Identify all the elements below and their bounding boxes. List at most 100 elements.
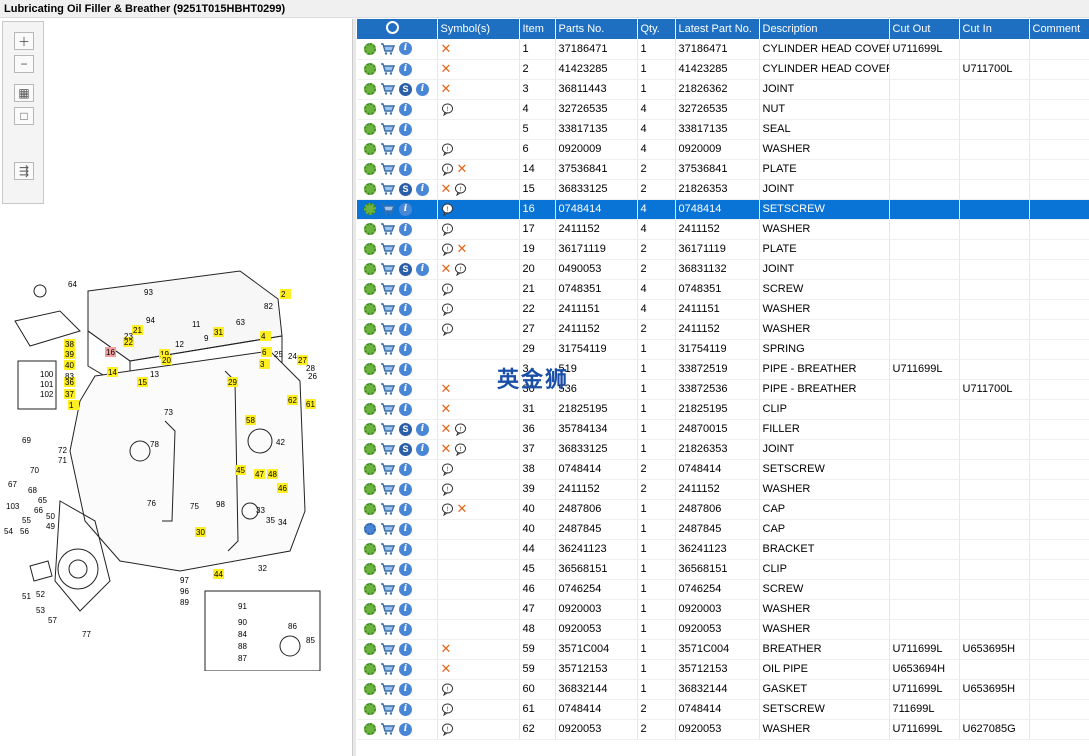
gear-icon[interactable]	[364, 703, 376, 715]
info-icon[interactable]: i	[399, 122, 412, 136]
diagram-callout-63[interactable]: 63	[236, 318, 245, 327]
comment-bubble-icon[interactable]: !	[454, 183, 467, 196]
info-icon[interactable]: i	[399, 42, 412, 56]
diagram-callout-98[interactable]: 98	[216, 500, 225, 509]
diagram-callout-54[interactable]: 54	[4, 527, 13, 536]
cart-icon[interactable]	[380, 563, 395, 575]
cart-icon[interactable]	[380, 323, 395, 335]
gear-icon[interactable]	[364, 303, 376, 315]
cart-icon[interactable]	[380, 423, 395, 435]
not-available-icon[interactable]: ✕	[456, 241, 468, 256]
diagram-callout-49[interactable]: 49	[46, 522, 55, 531]
info-icon[interactable]: i	[399, 242, 412, 256]
diagram-callout-26[interactable]: 26	[308, 372, 317, 381]
diagram-callout-6[interactable]: 6	[262, 348, 267, 357]
cart-icon[interactable]	[380, 703, 395, 715]
cart-icon[interactable]	[380, 243, 395, 255]
not-available-icon[interactable]: ✕	[440, 401, 452, 416]
info-icon[interactable]: i	[399, 322, 412, 336]
cart-icon[interactable]	[380, 363, 395, 375]
diagram-callout-73[interactable]: 73	[164, 408, 173, 417]
diagram-callout-14[interactable]: 14	[108, 368, 117, 377]
gear-icon[interactable]	[364, 123, 376, 135]
diagram-callout-97[interactable]: 97	[180, 576, 189, 585]
supersession-icon[interactable]: S	[399, 442, 412, 456]
comment-bubble-icon[interactable]: !	[441, 163, 454, 176]
diagram-callout-71[interactable]: 71	[58, 456, 67, 465]
diagram-callout-24[interactable]: 24	[288, 352, 297, 361]
supersession-icon[interactable]: S	[399, 82, 412, 96]
cart-icon[interactable]	[380, 83, 395, 95]
cart-icon[interactable]	[380, 643, 395, 655]
diagram-callout-16[interactable]: 16	[106, 348, 115, 357]
cart-icon[interactable]	[380, 623, 395, 635]
comment-bubble-icon[interactable]: !	[441, 323, 454, 336]
diagram-callout-78[interactable]: 78	[150, 440, 159, 449]
diagram-callout-88[interactable]: 88	[238, 642, 247, 651]
diagram-callout-82[interactable]: 82	[264, 302, 273, 311]
diagram-callout-51[interactable]: 51	[22, 592, 31, 601]
comment-bubble-icon[interactable]: !	[441, 283, 454, 296]
diagram-callout-83[interactable]: 83	[65, 372, 74, 381]
cart-icon[interactable]	[380, 303, 395, 315]
info-icon[interactable]: i	[399, 462, 412, 476]
info-icon[interactable]: i	[399, 722, 412, 736]
diagram-callout-40[interactable]: 40	[65, 361, 74, 370]
diagram-callout-30[interactable]: 30	[196, 528, 205, 537]
not-available-icon[interactable]: ✕	[440, 261, 452, 276]
info-icon[interactable]: i	[399, 62, 412, 76]
comment-bubble-icon[interactable]: !	[454, 423, 467, 436]
comment-bubble-icon[interactable]: !	[454, 263, 467, 276]
supersession-icon[interactable]: S	[399, 182, 412, 196]
info-icon[interactable]: i	[416, 442, 429, 456]
diagram-callout-85[interactable]: 85	[306, 636, 315, 645]
diagram-callout-68[interactable]: 68	[28, 486, 37, 495]
info-icon[interactable]: i	[399, 622, 412, 636]
diagram-callout-21[interactable]: 21	[133, 326, 142, 335]
info-icon[interactable]: i	[399, 362, 412, 376]
comment-bubble-icon[interactable]: !	[441, 483, 454, 496]
gear-icon[interactable]	[364, 243, 376, 255]
not-available-icon[interactable]: ✕	[456, 501, 468, 516]
info-icon[interactable]: i	[399, 582, 412, 596]
cart-icon[interactable]	[380, 583, 395, 595]
gear-icon[interactable]	[364, 63, 376, 75]
cart-icon[interactable]	[380, 683, 395, 695]
gear-icon[interactable]	[364, 183, 376, 195]
not-available-icon[interactable]: ✕	[440, 421, 452, 436]
gear-icon[interactable]	[364, 483, 376, 495]
not-available-icon[interactable]: ✕	[456, 161, 468, 176]
diagram-callout-100[interactable]: 100	[40, 370, 54, 379]
diagram-callout-72[interactable]: 72	[58, 446, 67, 455]
gear-icon[interactable]	[364, 723, 376, 735]
gear-icon[interactable]	[364, 143, 376, 155]
diagram-callout-64[interactable]: 64	[68, 280, 77, 289]
diagram-callout-44[interactable]: 44	[214, 570, 223, 579]
info-icon[interactable]: i	[399, 702, 412, 716]
gear-icon[interactable]	[364, 343, 376, 355]
info-icon[interactable]: i	[399, 502, 412, 516]
diagram-callout-46[interactable]: 46	[278, 484, 287, 493]
diagram-callout-1[interactable]: 1	[69, 401, 74, 410]
comment-bubble-icon[interactable]: !	[441, 683, 454, 696]
gear-icon[interactable]	[364, 83, 376, 95]
column-header[interactable]: Qty.	[637, 19, 676, 39]
diagram-callout-33[interactable]: 33	[256, 506, 265, 515]
info-icon[interactable]: i	[399, 662, 412, 676]
fit-view-button[interactable]: ▦	[14, 84, 34, 102]
info-icon[interactable]: i	[399, 282, 412, 296]
cart-icon[interactable]	[380, 283, 395, 295]
diagram-callout-94[interactable]: 94	[146, 316, 155, 325]
diagram-callout-36[interactable]: 36	[65, 378, 74, 387]
